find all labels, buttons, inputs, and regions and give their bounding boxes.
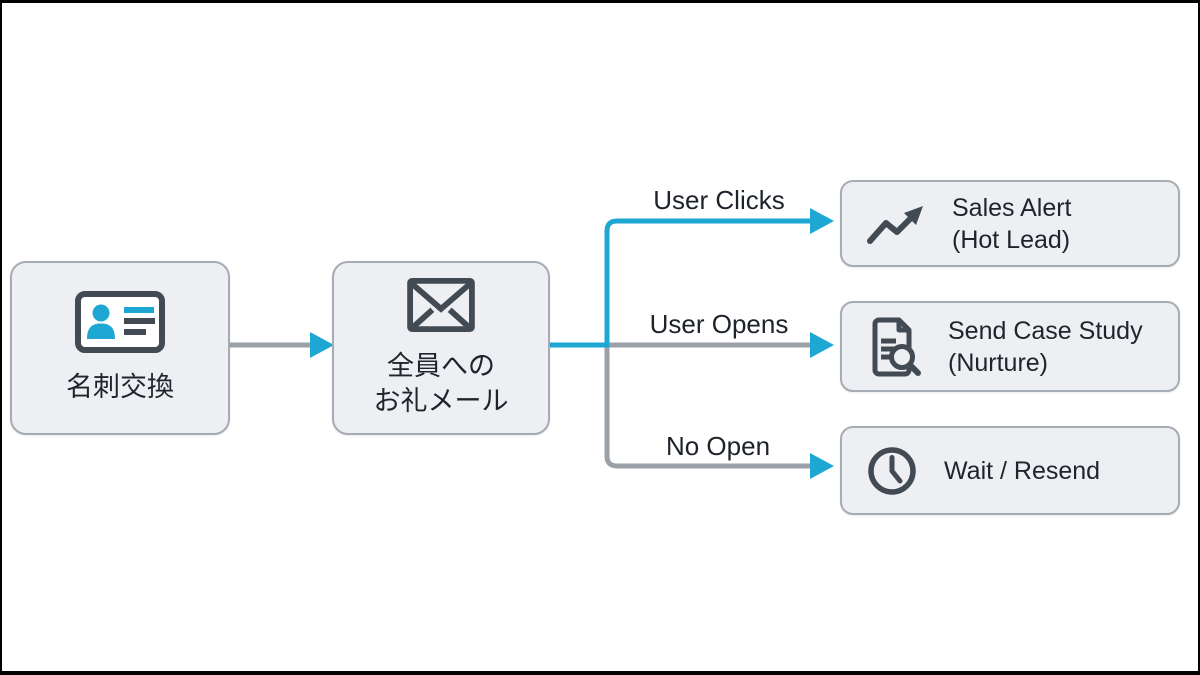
envelope-outline: [407, 277, 475, 332]
node-label: Send Case Study (Nurture): [948, 315, 1143, 379]
document-search-icon: [872, 317, 921, 376]
document-outline: [872, 317, 912, 376]
magnifier-lens: [889, 343, 915, 370]
node-label: 全員への お礼メール: [374, 349, 509, 419]
trending-up-icon: [867, 205, 923, 244]
document-fold: [896, 319, 909, 332]
node-label-line1: Send Case Study: [948, 316, 1143, 345]
node-label-line2: (Hot Lead): [952, 225, 1071, 254]
node-label-line1: Wait / Resend: [944, 456, 1101, 485]
node-label: Wait / Resend: [944, 455, 1100, 487]
arrowhead-user-clicks: [810, 208, 834, 234]
magnifier-handle: [907, 361, 921, 376]
node-label-line2: (Nurture): [948, 348, 1049, 377]
node-label-line1: 全員への: [387, 350, 495, 381]
branch-label-user-clicks: User Clicks: [653, 185, 785, 215]
trend-arrowhead: [904, 205, 923, 225]
trend-line: [867, 213, 915, 244]
node-label-line2: お礼メール: [373, 386, 509, 416]
node-sales-alert: Sales Alert (Hot Lead): [840, 180, 1180, 267]
branch-label-user-opens: User Opens: [649, 309, 789, 339]
node-business-card-exchange: 名刺交換: [10, 261, 230, 435]
person-head: [92, 304, 110, 322]
node-thank-you-email: 全員への お礼メール: [332, 261, 550, 435]
node-label: Sales Alert (Hot Lead): [952, 192, 1072, 256]
clock-face: [868, 446, 916, 495]
business-card-icon: [75, 291, 165, 354]
person-shoulders: [87, 323, 115, 340]
node-wait-resend: Wait / Resend: [840, 426, 1180, 515]
node-label: 名刺交換: [66, 372, 174, 403]
arrowhead-user-opens: [810, 332, 834, 358]
arrowhead-into-email: [310, 332, 334, 358]
envelope-flap: [410, 281, 472, 313]
node-send-case-study: Send Case Study (Nurture): [840, 301, 1180, 392]
clock-hands: [889, 454, 903, 483]
branch-label-no-open: No Open: [665, 431, 771, 461]
node-label-line1: Sales Alert: [952, 193, 1072, 222]
envelope-bottom-folds: [411, 307, 471, 330]
arrowhead-no-open: [810, 453, 834, 479]
mail-icon: [407, 277, 475, 332]
clock-icon: [868, 446, 916, 495]
